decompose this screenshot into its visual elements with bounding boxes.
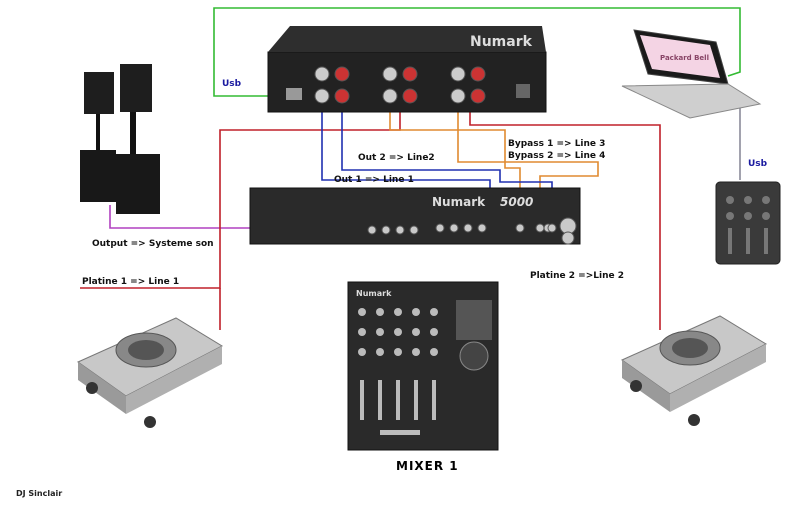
laptop: Packard Bell bbox=[621, 29, 762, 119]
bypass2-cable bbox=[389, 95, 521, 222]
mixer-1: Numark bbox=[347, 281, 499, 451]
mixer-brand: Numark bbox=[432, 195, 486, 209]
laptop-brand: Packard Bell bbox=[660, 54, 709, 62]
out2-label: Out 2 => Line2 bbox=[358, 153, 435, 163]
mixer-model: 5000 bbox=[500, 195, 533, 209]
midi-controller bbox=[715, 181, 781, 265]
numark-mixer: Numark 5000 bbox=[249, 187, 581, 245]
platine1-label: Platine 1 => Line 1 bbox=[82, 277, 179, 287]
usb-label-right: Usb bbox=[748, 159, 768, 169]
bypass2-label: Bypass 2 => Line 4 bbox=[508, 151, 605, 161]
platine1-cable bbox=[80, 95, 401, 289]
bypass1-label: Bypass 1 => Line 3 bbox=[508, 139, 605, 149]
mixer1-brand: Numark bbox=[356, 289, 392, 298]
audio-interface: Numark bbox=[267, 26, 547, 113]
interface-brand: Numark bbox=[470, 34, 533, 50]
out1-label: Out 1 => Line 1 bbox=[334, 175, 414, 185]
usb-label-left: Usb bbox=[222, 79, 242, 89]
interface-ports bbox=[286, 66, 530, 104]
cd-deck-2 bbox=[620, 315, 768, 426]
bypass1-cable bbox=[457, 95, 599, 222]
mixer1-title: MIXER 1 bbox=[396, 459, 459, 473]
cd-deck-1 bbox=[76, 317, 224, 428]
speakers bbox=[80, 64, 160, 214]
output-label: Output => Systeme son bbox=[92, 239, 214, 249]
signature: DJ Sinclair bbox=[16, 489, 62, 498]
platine2-label: Platine 2 =>Line 2 bbox=[530, 271, 624, 281]
usb-cable-interface-laptop bbox=[213, 7, 741, 97]
